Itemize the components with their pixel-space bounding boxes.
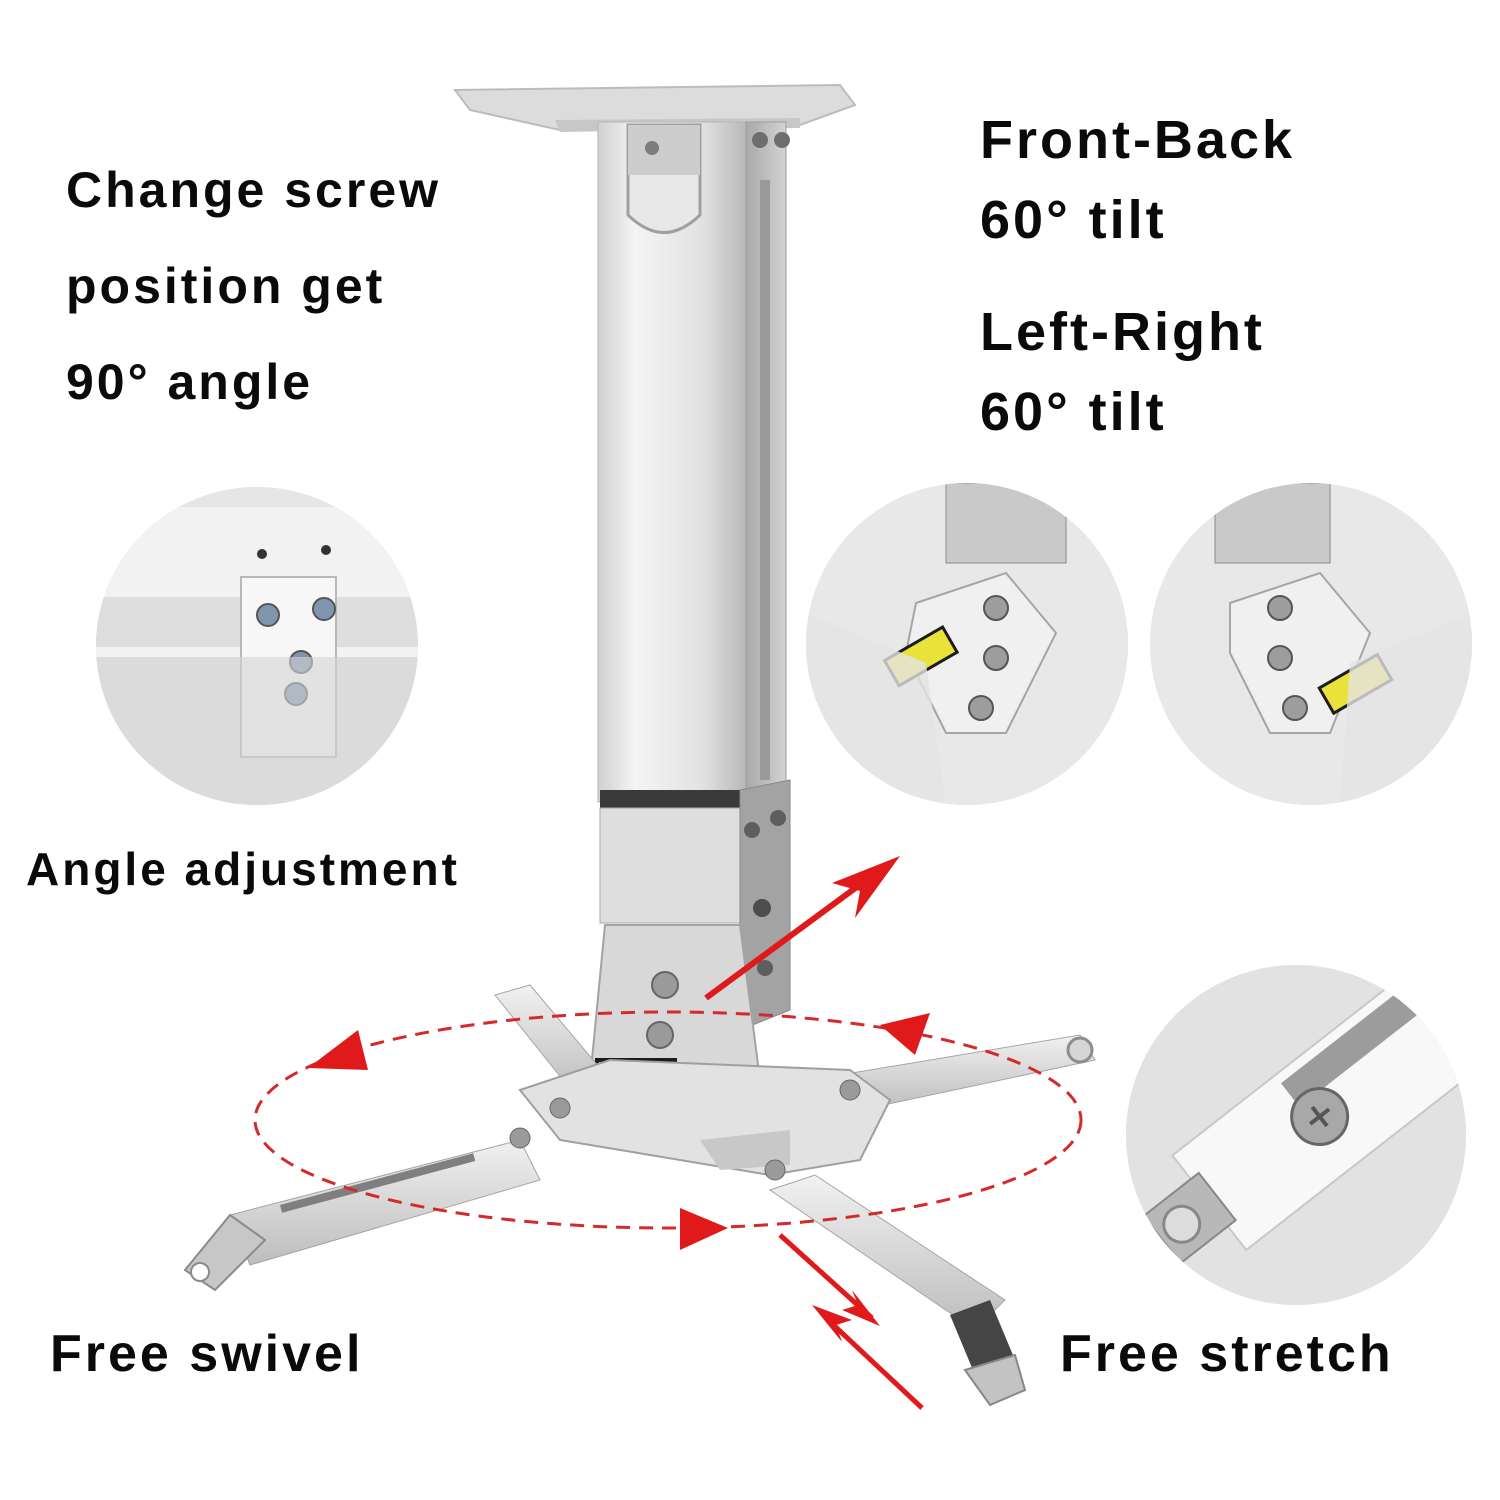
angle-adjustment-label: Angle adjustment xyxy=(26,843,460,895)
swivel-arrowhead-right xyxy=(880,1013,930,1055)
screw-position-line-2: position get xyxy=(66,258,386,314)
swivel-arrowhead-bottom xyxy=(680,1208,728,1250)
swivel-arrowhead-left xyxy=(308,1030,368,1070)
upper-pole xyxy=(597,121,790,803)
angle-adjustment-closeup xyxy=(96,487,418,805)
front-back-tilt-line-2: 60° tilt xyxy=(980,190,1167,250)
base-plate-and-arms xyxy=(183,984,1096,1407)
stretch-arm-closeup xyxy=(1126,965,1466,1305)
free-swivel-label: Free swivel xyxy=(50,1325,364,1383)
front-back-tilt-closeup xyxy=(806,483,1128,805)
stretch-arrows xyxy=(778,1233,924,1410)
screw-position-line-1: Change screw xyxy=(66,162,442,218)
left-right-tilt-line-2: 60° tilt xyxy=(980,382,1167,442)
free-stretch-label: Free stretch xyxy=(1060,1325,1394,1383)
left-right-tilt-closeup xyxy=(1150,483,1472,805)
lower-pole-joint xyxy=(588,779,791,1094)
front-back-tilt-line-1: Front-Back xyxy=(980,110,1296,170)
left-right-tilt-line-1: Left-Right xyxy=(980,302,1265,362)
screw-position-label: Change screw position get 90° angle xyxy=(66,142,441,430)
swivel-indicator xyxy=(253,1010,1083,1250)
tilt-arrow xyxy=(704,856,900,1001)
screw-position-line-3: 90° angle xyxy=(66,354,314,410)
tilt-labels: Front-Back 60° tilt Left-Right 60° tilt xyxy=(980,100,1295,452)
